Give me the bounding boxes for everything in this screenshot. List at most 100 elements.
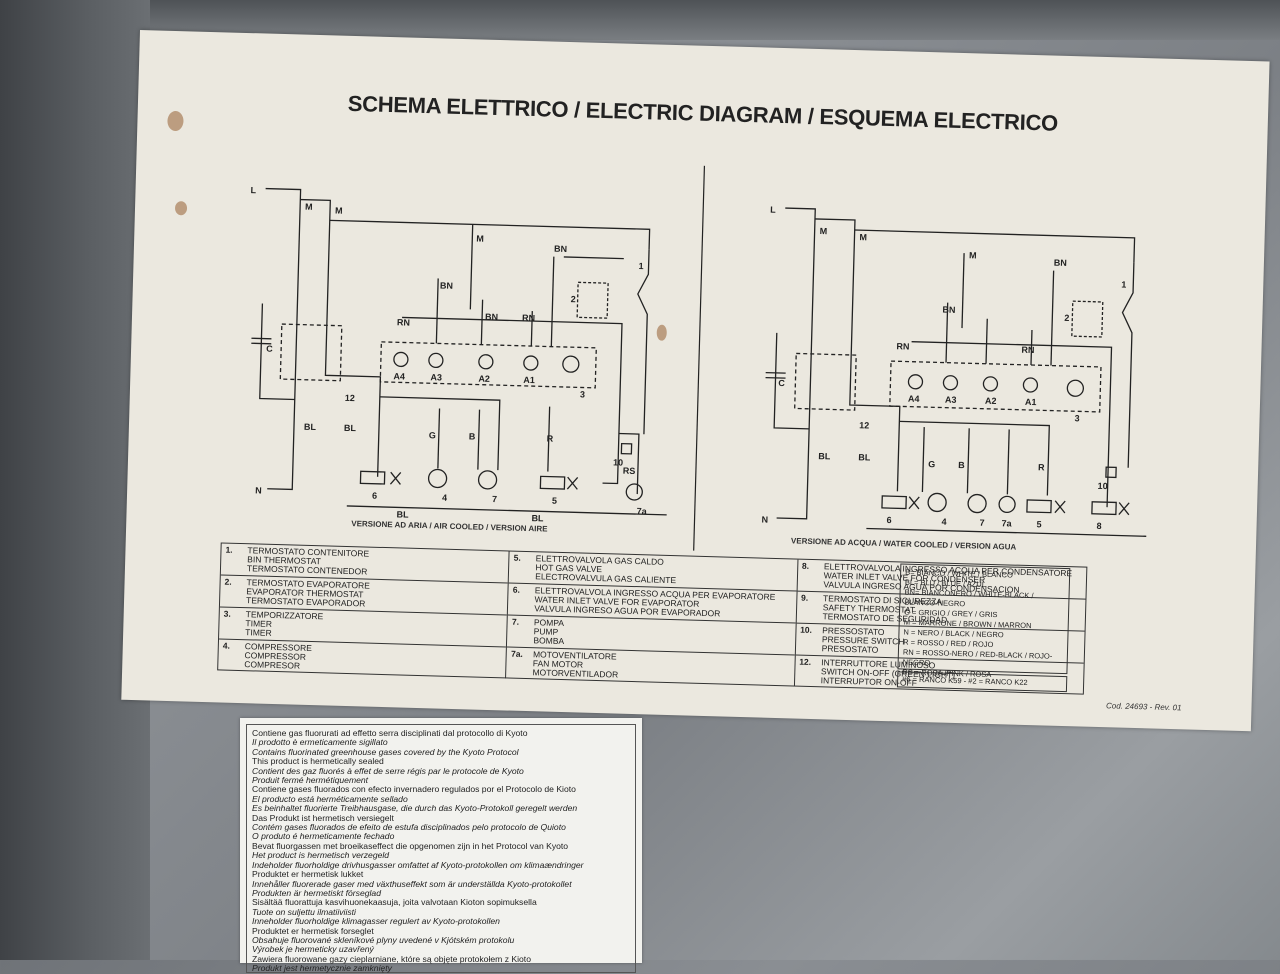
sticker-line: Es beinhaltet fluorierte Treibhausgase, …	[252, 803, 578, 814]
component-A4: A4	[908, 394, 920, 404]
legend-number: 5.	[513, 552, 521, 563]
wire-label-M: M	[335, 206, 343, 216]
legend-number: 7a.	[510, 648, 524, 659]
wire-label-BN: BN	[440, 280, 453, 290]
kyoto-protocol-sticker: Contiene gas fluorurati ad effetto serra…	[240, 718, 642, 973]
metal-panel-edge	[0, 0, 150, 960]
component-12: 12	[345, 393, 355, 403]
sticker-line: Produktet er hermetisk forseglet	[252, 925, 374, 936]
wire-label-N: N	[255, 485, 262, 495]
legend-number: 6.	[512, 584, 521, 595]
component-A1: A1	[1025, 397, 1037, 407]
component-A1: A1	[523, 375, 535, 385]
wire-label-B: B	[469, 431, 476, 441]
sticker-line: Il prodotto è ermeticamente sigillato	[252, 737, 388, 748]
wire-label-G: G	[928, 459, 935, 469]
legend-line: BOMBA	[533, 635, 565, 647]
wire-label-M: M	[305, 202, 313, 212]
legend-line: TERMOSTATO CONTENEDOR	[246, 563, 368, 577]
wire-label-B: B	[958, 460, 965, 470]
legend-number: 9.	[800, 592, 809, 603]
sticker-line: Obsahuje fluorované skleníkové plyny uve…	[252, 934, 515, 945]
wire-label-BL: BL	[531, 513, 544, 523]
wire-label-L: L	[770, 205, 776, 215]
component-10: 10	[613, 457, 623, 467]
wire-label-C: C	[778, 378, 785, 388]
component-7: 7	[492, 494, 497, 504]
wire-label-G: G	[429, 430, 436, 440]
component-3: 3	[1074, 413, 1079, 423]
component-A2: A2	[985, 396, 997, 406]
sticker-line: Das Produkt ist hermetisch versiegelt	[252, 812, 394, 823]
sticker-line: Produit fermé hermétiquement	[252, 775, 369, 786]
component-4: 4	[442, 493, 447, 503]
component-6: 6	[372, 491, 377, 501]
sticker-line: Produkten är hermetiskt förseglad	[252, 887, 381, 898]
component-5: 5	[1036, 519, 1041, 529]
legend-number: 7.	[511, 616, 520, 627]
component-2: 2	[1064, 313, 1069, 323]
wire-label-RS: RS	[623, 466, 636, 476]
wire-label-BN: BN	[485, 312, 498, 322]
wire-label-BL: BL	[396, 509, 409, 519]
wire-label-M: M	[476, 233, 484, 243]
wire-label-BN: BN	[942, 305, 955, 315]
component-1: 1	[638, 261, 643, 271]
legend-line: TIMER	[245, 627, 272, 638]
wire-label-M: M	[969, 250, 977, 260]
wire-label-RN: RN	[522, 313, 535, 323]
sticker-line: Bevat fluorgassen met broeikaseffect die…	[252, 840, 569, 851]
component-10: 10	[1098, 481, 1108, 491]
sticker-line: Inneholder fluorholdige klimagasser regu…	[252, 916, 500, 927]
wire-label-BL: BL	[858, 452, 871, 462]
sticker-line: El producto está herméticamente sellado	[252, 793, 408, 804]
wire-label-BL: BL	[304, 422, 317, 432]
wire-label-RN: RN	[397, 317, 410, 327]
component-4: 4	[941, 517, 946, 527]
wire-label-R: R	[547, 434, 554, 444]
legend-line: ELECTROVALVULA GAS CALIENTE	[535, 571, 677, 586]
component-A3: A3	[430, 372, 442, 382]
component-6: 6	[886, 515, 891, 525]
legend-number: 3.	[223, 608, 231, 619]
wire-label-BL: BL	[344, 423, 357, 433]
component-7: 7	[979, 518, 984, 528]
sticker-line: Contém gases fluorados de efeito de estu…	[252, 822, 566, 833]
sticker-line: Produktet er hermetisk lukket	[252, 869, 364, 880]
component-2: 2	[571, 294, 576, 304]
legend-line: TERMOSTATO EVAPORADOR	[245, 595, 366, 609]
wiring-diagram-label: SCHEMA ELETTRICO / ELECTRIC DIAGRAM / ES…	[121, 30, 1270, 732]
wire-label-RN: RN	[896, 341, 909, 351]
sticker-line: Zawiera fluorowane gazy cieplarniane, kt…	[252, 953, 531, 964]
legend-line: MOTORVENTILADOR	[532, 667, 619, 680]
sticker-line: This product is hermetically sealed	[252, 756, 384, 767]
component-A2: A2	[478, 374, 490, 384]
legend-text: ELETTROVALVOLA INGRESSO ACQUA PER EVAPOR…	[534, 585, 775, 620]
component-1: 1	[1121, 280, 1126, 290]
component-A3: A3	[945, 395, 957, 405]
legend-number: 12.	[799, 656, 812, 667]
sticker-line: Contains fluorinated greenhouse gases co…	[252, 746, 519, 757]
legend-number: 4.	[222, 640, 231, 651]
sticker-line: Indeholder fluorholdige drivhusgasser om…	[252, 859, 584, 870]
sticker-line: Výrobek je hermeticky uzavřený	[252, 944, 374, 955]
label-title: SCHEMA ELETTRICO / ELECTRIC DIAGRAM / ES…	[347, 90, 1059, 136]
sticker-line: O produto é hermeticamente fechado	[252, 831, 395, 842]
document-code: Cod. 24693 - Rev. 01	[1105, 701, 1182, 713]
component-8: 8	[1096, 521, 1101, 531]
legend-number: 8.	[801, 560, 810, 571]
legend-number: 1.	[225, 544, 233, 555]
component-5: 5	[552, 496, 557, 506]
legend-number: 10.	[800, 624, 813, 635]
sticker-line: Innehåller fluorerade gaser med växthuse…	[252, 878, 572, 889]
